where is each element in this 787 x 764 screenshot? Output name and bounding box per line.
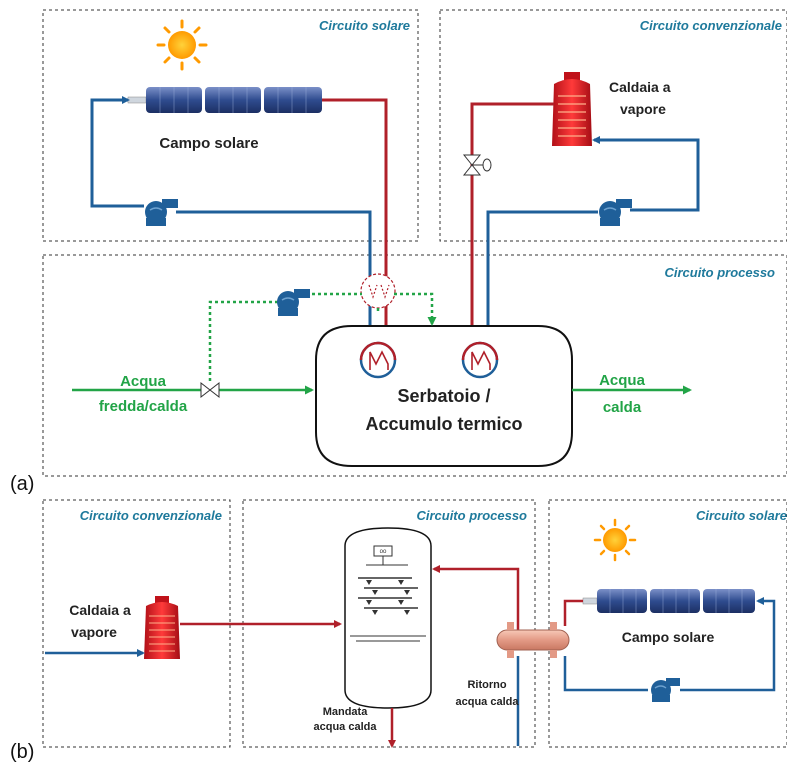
pump-icon-solar-b bbox=[651, 678, 680, 702]
vertical-tank bbox=[344, 527, 432, 709]
boiler-label-line1-a: Caldaia a bbox=[609, 79, 671, 95]
sun-icon-b bbox=[593, 518, 637, 562]
valve-icon-conventional-a bbox=[462, 154, 492, 176]
process-circuit-pipes-b bbox=[388, 565, 520, 748]
panel-b: Circuito convenzionale Circuito processo… bbox=[10, 499, 787, 763]
solar-field-label-b: Campo solare bbox=[622, 629, 715, 645]
section-title-process-b: Circuito processo bbox=[416, 508, 527, 523]
section-box-process-a bbox=[42, 254, 787, 477]
tray-stack bbox=[350, 577, 426, 642]
conventional-circuit-pipes-a bbox=[468, 102, 700, 340]
heat-exchanger-icon-boiler-coil bbox=[461, 341, 499, 379]
section-title-process-a: Circuito processo bbox=[664, 265, 775, 280]
supply-label-line1-b: Mandata bbox=[323, 706, 369, 718]
solar-field-label-a: Campo solare bbox=[159, 135, 258, 152]
boiler-icon-a bbox=[552, 72, 592, 146]
pump-icon-process-a bbox=[277, 289, 310, 316]
section-box-solar-a bbox=[42, 9, 419, 242]
outlet-label-line1-a: Acqua bbox=[599, 372, 646, 389]
sun-icon bbox=[156, 19, 208, 71]
shell-tube-heat-exchanger-icon bbox=[496, 622, 570, 658]
tank-label-line2-a: Accumulo termico bbox=[365, 414, 522, 434]
recirculation-pipes-a bbox=[208, 292, 437, 382]
section-box-conventional-a bbox=[439, 9, 787, 242]
section-title-conventional-b: Circuito convenzionale bbox=[80, 508, 222, 523]
heat-exchanger-icon-solar-coil bbox=[359, 341, 397, 379]
pump-icon-solar-a bbox=[145, 199, 178, 226]
return-label-line1-b: Ritorno bbox=[467, 679, 506, 691]
valve-icon-inlet-a bbox=[200, 381, 220, 399]
section-title-conventional-a: Circuito convenzionale bbox=[640, 18, 782, 33]
inlet-label-line1-a: Acqua bbox=[120, 373, 167, 390]
return-label-line2-b: acqua calda bbox=[456, 696, 520, 708]
boiler-icon-b bbox=[144, 596, 180, 659]
panel-tag-b: (b) bbox=[10, 741, 34, 763]
section-title-solar-b: Circuito solare bbox=[696, 508, 787, 523]
solar-circuit-pipes-b bbox=[563, 597, 776, 692]
tank-label-line1-a: Serbatoio / bbox=[397, 386, 490, 406]
inlet-label-line2-a: fredda/calda bbox=[99, 398, 188, 415]
panel-a: Circuito solare Circuito convenzionale C… bbox=[10, 9, 787, 495]
pump-icon-conventional-a bbox=[599, 199, 632, 226]
boiler-label-line2-a: vapore bbox=[620, 101, 666, 117]
section-box-conventional-b bbox=[42, 499, 231, 748]
solar-panel-icon-b bbox=[582, 589, 755, 613]
conventional-circuit-pipes-b bbox=[45, 620, 342, 657]
spray-nozzle-icon: ᵒᵒ bbox=[366, 545, 408, 566]
panel-tag-a: (a) bbox=[10, 473, 34, 495]
outlet-label-line2-a: calda bbox=[603, 399, 642, 416]
external-heat-exchanger-icon-a bbox=[360, 273, 396, 309]
boiler-label-line1-b: Caldaia a bbox=[69, 602, 131, 618]
section-title-solar-a: Circuito solare bbox=[319, 18, 410, 33]
solar-panel-icon bbox=[127, 87, 322, 113]
section-box-solar-b bbox=[548, 499, 787, 748]
svg-text:ᵒᵒ: ᵒᵒ bbox=[380, 547, 387, 557]
boiler-label-line2-b: vapore bbox=[71, 624, 117, 640]
supply-label-line2-b: acqua calda bbox=[314, 721, 378, 733]
